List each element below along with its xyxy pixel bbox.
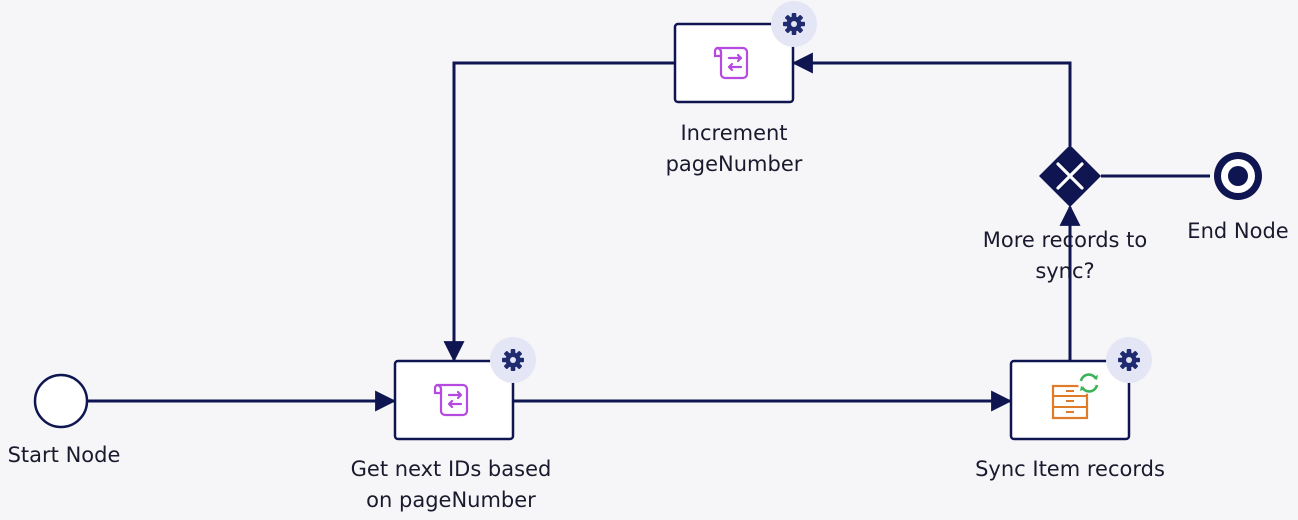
gateway-label: More records to sync? [962, 225, 1168, 287]
sync-task-label: Sync Item records [958, 454, 1182, 485]
get-ids-task[interactable] [393, 337, 536, 441]
label-line: pageNumber [665, 152, 803, 176]
increment-task[interactable] [673, 1, 817, 104]
gear-icon [1118, 349, 1140, 371]
label-line: End Node [1187, 219, 1289, 243]
start-node[interactable] [33, 373, 89, 429]
sync-task[interactable] [1009, 337, 1152, 441]
more-records-gateway[interactable] [1039, 145, 1101, 207]
label-line: Increment [680, 121, 788, 145]
flow-increment-to-get-ids[interactable] [443, 61, 675, 363]
label-line: on pageNumber [366, 488, 536, 512]
end-node[interactable] [1214, 152, 1262, 200]
get-ids-task-label: Get next IDs based on pageNumber [330, 454, 572, 516]
flow-gateway-to-increment[interactable] [791, 52, 1072, 146]
sequence-flows [88, 52, 1210, 412]
settings-button-get-ids[interactable] [490, 337, 536, 383]
label-line: sync? [1035, 259, 1095, 283]
label-line: Sync Item records [975, 457, 1165, 481]
label-line: Get next IDs based [350, 457, 552, 481]
settings-button-sync[interactable] [1106, 337, 1152, 383]
gear-icon [783, 13, 805, 35]
xor-gateway-icon [1056, 162, 1084, 190]
sync-records-icon [1051, 372, 1100, 420]
start-node-label: Start Node [0, 440, 130, 471]
label-line: Start Node [7, 443, 121, 467]
end-node-label: End Node [1176, 216, 1298, 247]
increment-task-label: Increment pageNumber [630, 118, 838, 180]
label-line: More records to [982, 228, 1148, 252]
settings-button-increment[interactable] [771, 1, 817, 47]
gear-icon [502, 349, 524, 371]
